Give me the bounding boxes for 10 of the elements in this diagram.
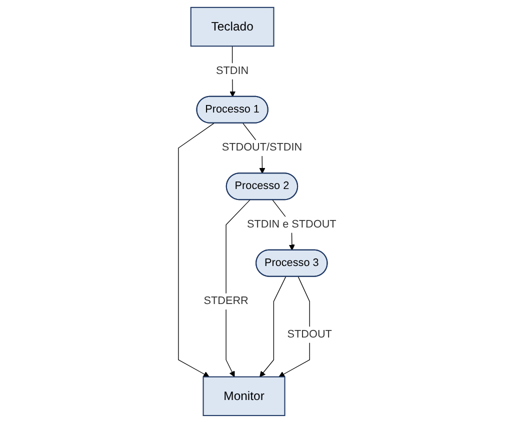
edge-label: STDERR <box>203 295 248 307</box>
arrow <box>225 200 250 378</box>
edge-label: STDIN e STDOUT <box>246 218 336 230</box>
edge-label: STDIN <box>216 65 248 77</box>
node-box: Teclado <box>190 6 274 47</box>
arrow <box>259 276 286 378</box>
node-box: Monitor <box>202 376 285 416</box>
arrow <box>178 122 214 378</box>
edge-label: STDOUT/STDIN <box>221 142 302 154</box>
edge-label: STDOUT <box>286 328 332 340</box>
